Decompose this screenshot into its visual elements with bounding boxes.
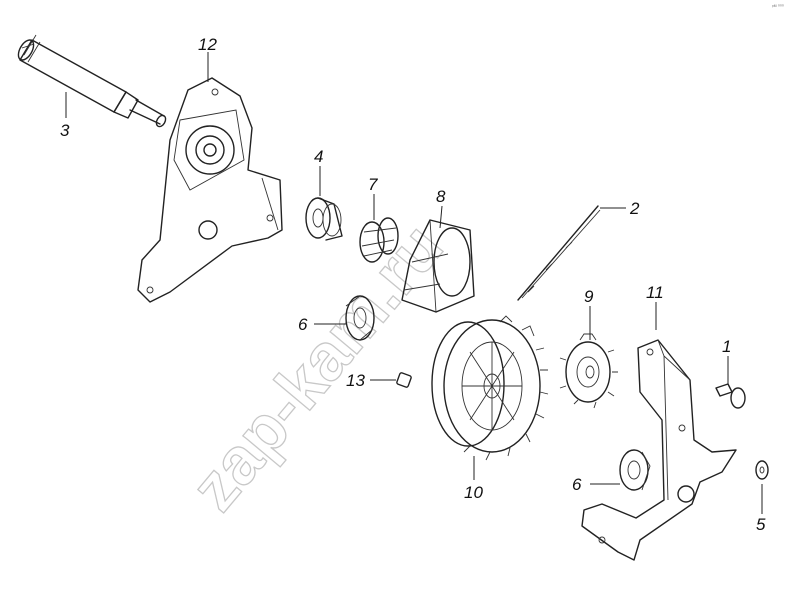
part-13-pin: [396, 372, 412, 388]
callout-labels: 3 12 4 7 8 2 6 13 10 9 11 1 6 5: [60, 35, 766, 534]
part-8-sleeve: [401, 219, 475, 313]
part-9-gear-small: [559, 333, 618, 409]
callout-8: 8: [436, 187, 446, 206]
part-6-washer-lower: [619, 449, 651, 491]
part-12-mounting-plate: [137, 77, 283, 303]
callout-4: 4: [314, 147, 323, 166]
part-4-bushing: [305, 197, 343, 241]
corner-mark: ᵖᴹ ⁰⁰⁰: [772, 4, 784, 10]
callout-6-upper: 6: [298, 315, 308, 334]
callout-6-lower: 6: [572, 475, 582, 494]
callout-7: 7: [368, 175, 378, 194]
part-1-bolt: [715, 383, 746, 409]
callout-13: 13: [346, 371, 365, 390]
part-10-gear-large: [431, 315, 549, 461]
part-2-wire: [517, 205, 601, 301]
part-3-shaft: [17, 34, 167, 128]
callout-5: 5: [756, 515, 766, 534]
callout-3: 3: [60, 121, 70, 140]
part-6-washer-upper: [345, 295, 375, 341]
callout-9: 9: [584, 287, 594, 306]
callout-11: 11: [646, 283, 664, 302]
part-7-spring: [359, 217, 399, 263]
part-11-bracket: [581, 339, 737, 561]
callout-12: 12: [198, 35, 217, 54]
leader-lines: [65, 52, 763, 514]
part-5-washer-small: [755, 460, 769, 480]
callout-2: 2: [629, 199, 640, 218]
callout-1: 1: [722, 337, 731, 356]
callout-10: 10: [464, 483, 483, 502]
